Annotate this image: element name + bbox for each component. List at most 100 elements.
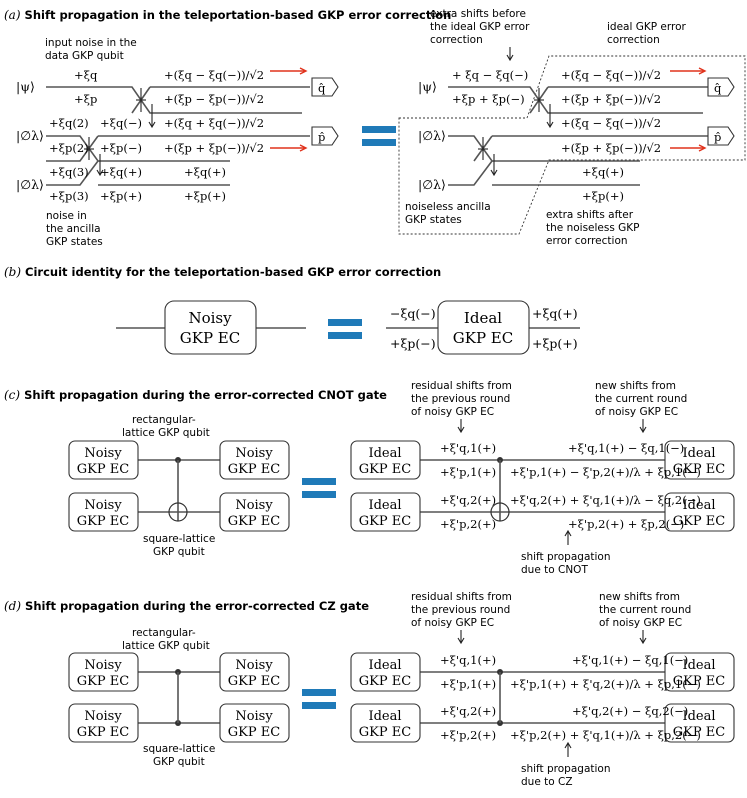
a-note-ideal-1: ideal GKP error: [607, 21, 687, 33]
a-note-noiseless-1: noiseless ancilla: [405, 201, 491, 213]
a-left-meas-q: [311, 77, 339, 97]
d-noisy-box-3: [219, 652, 290, 692]
d-sq-1: square-lattice: [143, 743, 215, 755]
a-l-o6: +ξp(+): [184, 189, 226, 203]
d-rect-2: lattice GKP qubit: [122, 640, 210, 652]
c-noisy-box-4: [219, 492, 290, 532]
b-equals-bottom: [328, 332, 362, 339]
a-note-noise-2: the ancilla: [46, 223, 101, 235]
c-equals-bottom: [302, 491, 336, 498]
b-ideal-l2: GKP EC: [453, 329, 513, 347]
a-l-o2: +(ξp − ξp(−))/√2: [164, 92, 264, 106]
c-s1: +ξ'q,1(+): [440, 441, 496, 455]
d-ib2-l1: Ideal: [368, 709, 401, 724]
a-r-o4: +(ξp + ξp(−))/√2: [561, 141, 661, 155]
d-equals-bottom: [302, 702, 336, 709]
a-l-r2b: +ξp(2): [49, 141, 89, 155]
c-rect-1: rectangular-: [132, 414, 196, 426]
d-s1: +ξ'q,1(+): [440, 653, 496, 667]
c-t3: +ξ'q,2(+) + ξ'q,1(+)/λ − ξq,2(−): [510, 493, 701, 507]
d-nb1-l1: Noisy: [84, 658, 122, 673]
c-new-3: of noisy GKP EC: [595, 406, 678, 418]
a-bs-arrowhead-1: [148, 121, 156, 129]
a-right-meas-p-label: p̂: [714, 130, 721, 144]
section-b-heading: (b)Circuit identity for the teleportatio…: [4, 265, 441, 279]
b-ideal-l1: Ideal: [464, 309, 502, 327]
c-sq-1: square-lattice: [143, 533, 215, 545]
c-nb4-l2: GKP EC: [228, 514, 280, 529]
d-t2: +ξ'p,1(+) + ξ'q,2(+)/λ + ξp,1(−): [510, 677, 701, 691]
d-new-3: of noisy GKP EC: [599, 617, 682, 629]
a-l-r3b: +ξp(3): [49, 189, 89, 203]
c-ib3-l1: Ideal: [682, 446, 715, 461]
d-prop-1: shift propagation: [521, 763, 611, 775]
d-equals-top: [302, 689, 336, 696]
d-prop-2: due to CZ: [521, 776, 573, 788]
d-res-3: of noisy GKP EC: [411, 617, 494, 629]
a-equals-top: [362, 126, 396, 133]
c-nb2-l2: GKP EC: [77, 514, 129, 529]
b-ideal-box: [437, 300, 530, 355]
a-l-m1: +ξq(−): [100, 116, 142, 130]
c-ib2-l1: Ideal: [368, 498, 401, 513]
d-rect-1: rectangular-: [132, 627, 196, 639]
c-nb1-l1: Noisy: [84, 446, 122, 461]
a-right-wire-3: [448, 160, 493, 186]
c-left-target: [168, 502, 188, 522]
a-note-extra-after-1: extra shifts after: [546, 209, 634, 221]
a-r-o1: +(ξq − ξq(−))/√2: [561, 68, 661, 82]
b-out-q: +ξq(+): [532, 306, 578, 321]
c-res-2: the previous round: [411, 393, 510, 405]
c-s3: +ξ'q,2(+): [440, 493, 496, 507]
d-ib1-l1: Ideal: [368, 658, 401, 673]
d-nb3-l1: Noisy: [235, 658, 273, 673]
a-left-meas-q-label: q̂: [318, 81, 326, 95]
c-nb3-l2: GKP EC: [228, 462, 280, 477]
d-nb2-l2: GKP EC: [77, 725, 129, 740]
c-ideal-box-2: [350, 492, 421, 532]
b-in-p: +ξp(−): [390, 336, 436, 351]
d-ideal-box-4: [664, 703, 735, 743]
a-r-o5: +ξq(+): [582, 165, 624, 179]
section-d-heading: (d)Shift propagation during the error-co…: [4, 599, 369, 613]
d-ib2-l2: GKP EC: [359, 725, 411, 740]
c-ib4-l2: GKP EC: [673, 514, 725, 529]
a-l-o1: +(ξq − ξq(−))/√2: [164, 68, 264, 82]
a-right-red-arrowhead-2: [698, 144, 707, 152]
a-r-state-zero-2: |∅λ⟩: [418, 128, 446, 143]
a-state-zero-3: |∅λ⟩: [16, 177, 44, 192]
c-res-arrowhead: [457, 426, 465, 434]
b-noisy-l1: Noisy: [188, 309, 232, 327]
d-ib4-l1: Ideal: [682, 709, 715, 724]
a-l-o4: +(ξp + ξp(−))/√2: [164, 141, 264, 155]
a-left-meas-p: [311, 126, 339, 146]
c-noisy-box-3: [219, 440, 290, 480]
d-new-1: new shifts from: [599, 591, 680, 603]
d-res-1: residual shifts from: [411, 591, 512, 603]
d-ib3-l2: GKP EC: [673, 674, 725, 689]
a-left-red-arrowhead-2: [299, 144, 308, 152]
a-left-wire-4: [46, 160, 99, 186]
a-note-noise-3: GKP states: [46, 236, 103, 248]
a-r-i1: + ξq − ξq(−): [452, 68, 528, 82]
c-res-3: of noisy GKP EC: [411, 406, 494, 418]
a-state-zero-2: |∅λ⟩: [16, 128, 44, 143]
a-note-ideal-2: correction: [607, 34, 660, 46]
c-ideal-box-1: [350, 440, 421, 480]
c-sq-2: GKP qubit: [153, 546, 205, 558]
d-t1: +ξ'q,1(+) − ξq,1(−): [572, 653, 688, 667]
c-prop-arrowhead: [564, 529, 572, 537]
c-rect-2: lattice GKP qubit: [122, 427, 210, 439]
c-ib1-l1: Ideal: [368, 446, 401, 461]
d-t4: +ξ'p,2(+) + ξ'q,1(+)/λ + ξp,2(−): [510, 728, 701, 742]
a-equals-bottom: [362, 139, 396, 146]
c-t2: +ξ'p,1(+) − ξ'p,2(+)/λ + ξp,1(−): [510, 465, 701, 479]
c-equals-top: [302, 478, 336, 485]
c-ideal-box-3: [664, 440, 735, 480]
a-state-psi: |ψ⟩: [16, 79, 35, 94]
a-l-o5: +ξq(+): [184, 165, 226, 179]
a-r-o6: +ξp(+): [582, 189, 624, 203]
c-new-arrowhead: [639, 426, 647, 434]
a-l-m3: +ξq(+): [100, 165, 142, 179]
